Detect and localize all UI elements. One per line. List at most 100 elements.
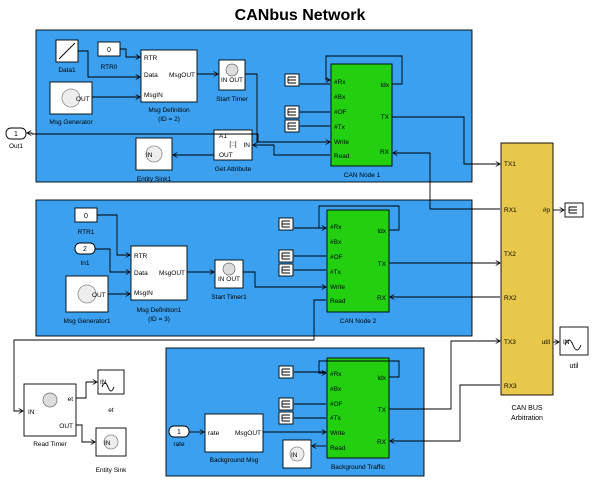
can-node1-label: CAN Node 1 [344, 172, 381, 179]
out1-number: 1 [14, 131, 18, 138]
bg-rx-count: #Rx [330, 371, 342, 378]
sink1-icon [145, 145, 163, 163]
generator-icon [61, 88, 81, 108]
port-tx3: TX3 [504, 339, 516, 346]
msg-def-data: Data [144, 72, 158, 79]
wire-n2-counts [294, 227, 326, 271]
bg-msg-msgout: MsgOUT [235, 430, 261, 437]
port-tx1: TX1 [504, 161, 516, 168]
wire-n1-counts [300, 83, 330, 127]
in1-port-block[interactable] [74, 242, 96, 255]
msg-def-label: Msg Definition [148, 107, 190, 114]
can-bus-label: CAN BUS [511, 405, 542, 412]
bg-sink-icon [289, 446, 305, 462]
get-attr-in: IN [244, 142, 251, 149]
msg-generator1-label: Msg Generator1 [64, 318, 111, 325]
read-timer-icon [42, 392, 58, 408]
et-scope-block[interactable] [97, 369, 125, 395]
get-attr-label: Get Attribute [215, 166, 252, 173]
timer1-icon [222, 262, 236, 276]
arbitration-label: Arbitration [511, 415, 543, 422]
msg-generator-out: OUT [76, 96, 90, 103]
rate-label: rate [173, 441, 185, 448]
n2-read: Read [330, 298, 346, 305]
can-node2-block[interactable] [326, 209, 390, 313]
bg-rx: RX [377, 439, 387, 446]
wire-timer-to-write [245, 73, 330, 142]
wire-n1-tx-to-tx1 [392, 116, 500, 164]
rtr1-label: RTR1 [78, 229, 95, 236]
n1-tx: TX [381, 114, 390, 121]
rate-port-block[interactable] [168, 425, 190, 438]
background-msg-label: Background Msg [210, 457, 259, 464]
bg-msg-rate: rate [208, 430, 220, 437]
sink1-in: IN [146, 152, 153, 159]
timer-icon [225, 63, 239, 77]
n2-scope-icons [281, 220, 290, 274]
n1-write: Write [334, 139, 349, 146]
util-scope-icon [564, 339, 582, 351]
util-scope-in: IN [563, 339, 570, 346]
msg-def1-msgin: MsgIN [134, 290, 153, 297]
background-msg-block[interactable] [204, 413, 264, 453]
read-timer-in: IN [28, 409, 35, 416]
rtr0-value: 0 [107, 47, 111, 54]
bg-idx: Idx [377, 375, 386, 382]
msg-definition-block[interactable] [140, 49, 198, 103]
read-timer-label: Read Timer [33, 441, 67, 448]
wire-timer1-to-write [243, 271, 326, 287]
wire-bg-tx-to-tx3 [389, 341, 500, 410]
can-node1-block[interactable] [330, 63, 393, 167]
msg-def-msgin: MsgIN [144, 92, 163, 99]
port-util: util [542, 339, 551, 346]
wire-rtr0-to-rtr [120, 48, 140, 57]
bg-tx: TX [378, 407, 387, 414]
msg-def1-label: Msg Definition1 [137, 307, 182, 314]
wire-data1-to-data [78, 50, 140, 77]
n2-of-count: #OF [330, 254, 343, 261]
wire-bg-counts [294, 371, 326, 419]
node2-subsystem[interactable] [35, 199, 473, 337]
port-p-count: #p [543, 207, 551, 214]
out1-label: Out1 [9, 143, 23, 150]
in1-number: 2 [83, 246, 87, 253]
n2-write: Write [330, 284, 345, 291]
get-attr-icon: [::] [229, 141, 236, 148]
n1-idx: Idx [380, 82, 389, 89]
wire-rx3-to-bg-rx [390, 384, 500, 441]
wire-et-to-scope [76, 382, 97, 399]
n1-bx-count: #Bx [334, 94, 346, 101]
msg-def1-msgout: MsgOUT [159, 270, 185, 277]
et-label: et [108, 407, 114, 414]
entity-sink-label: Entity Sink [96, 467, 127, 474]
n1-read: Read [334, 153, 350, 160]
n2-idx: Idx [377, 228, 386, 235]
can-bus-arbitration-block[interactable] [500, 142, 554, 396]
util-scope[interactable] [559, 326, 589, 356]
out1-port-block[interactable] [5, 127, 27, 140]
msg-def1-rtr: RTR [134, 253, 148, 260]
msg-def-id: (ID = 2) [158, 116, 180, 123]
get-attribute-block[interactable] [213, 129, 253, 161]
msg-definition1-block[interactable] [130, 245, 188, 301]
wire-rx1-to-n1-rx [393, 153, 500, 210]
wire-rtr1-to-rtr [97, 214, 130, 255]
msg-generator-label: Msg Generator [49, 119, 93, 126]
bg-of-count: #OF [330, 401, 343, 408]
read-timer-et: et [68, 396, 74, 403]
port-rx1: RX1 [504, 207, 517, 214]
msg-generator1-out: OUT [92, 292, 106, 299]
msg-def1-data: Data [134, 270, 148, 277]
bg-read: Read [330, 445, 346, 452]
background-traffic-block[interactable] [326, 357, 390, 459]
util-label: util [570, 363, 579, 370]
entity-sink-block[interactable] [95, 427, 127, 457]
rtr1-value: 0 [84, 213, 88, 220]
read-timer-out: OUT [59, 423, 73, 430]
entity-sink1-label: Entity Sink1 [137, 176, 172, 183]
n2-tx: TX [378, 261, 387, 268]
bg-scope-icons [281, 368, 290, 422]
n2-rx: RX [377, 295, 387, 302]
bg-tx-count: #Tx [330, 415, 342, 422]
